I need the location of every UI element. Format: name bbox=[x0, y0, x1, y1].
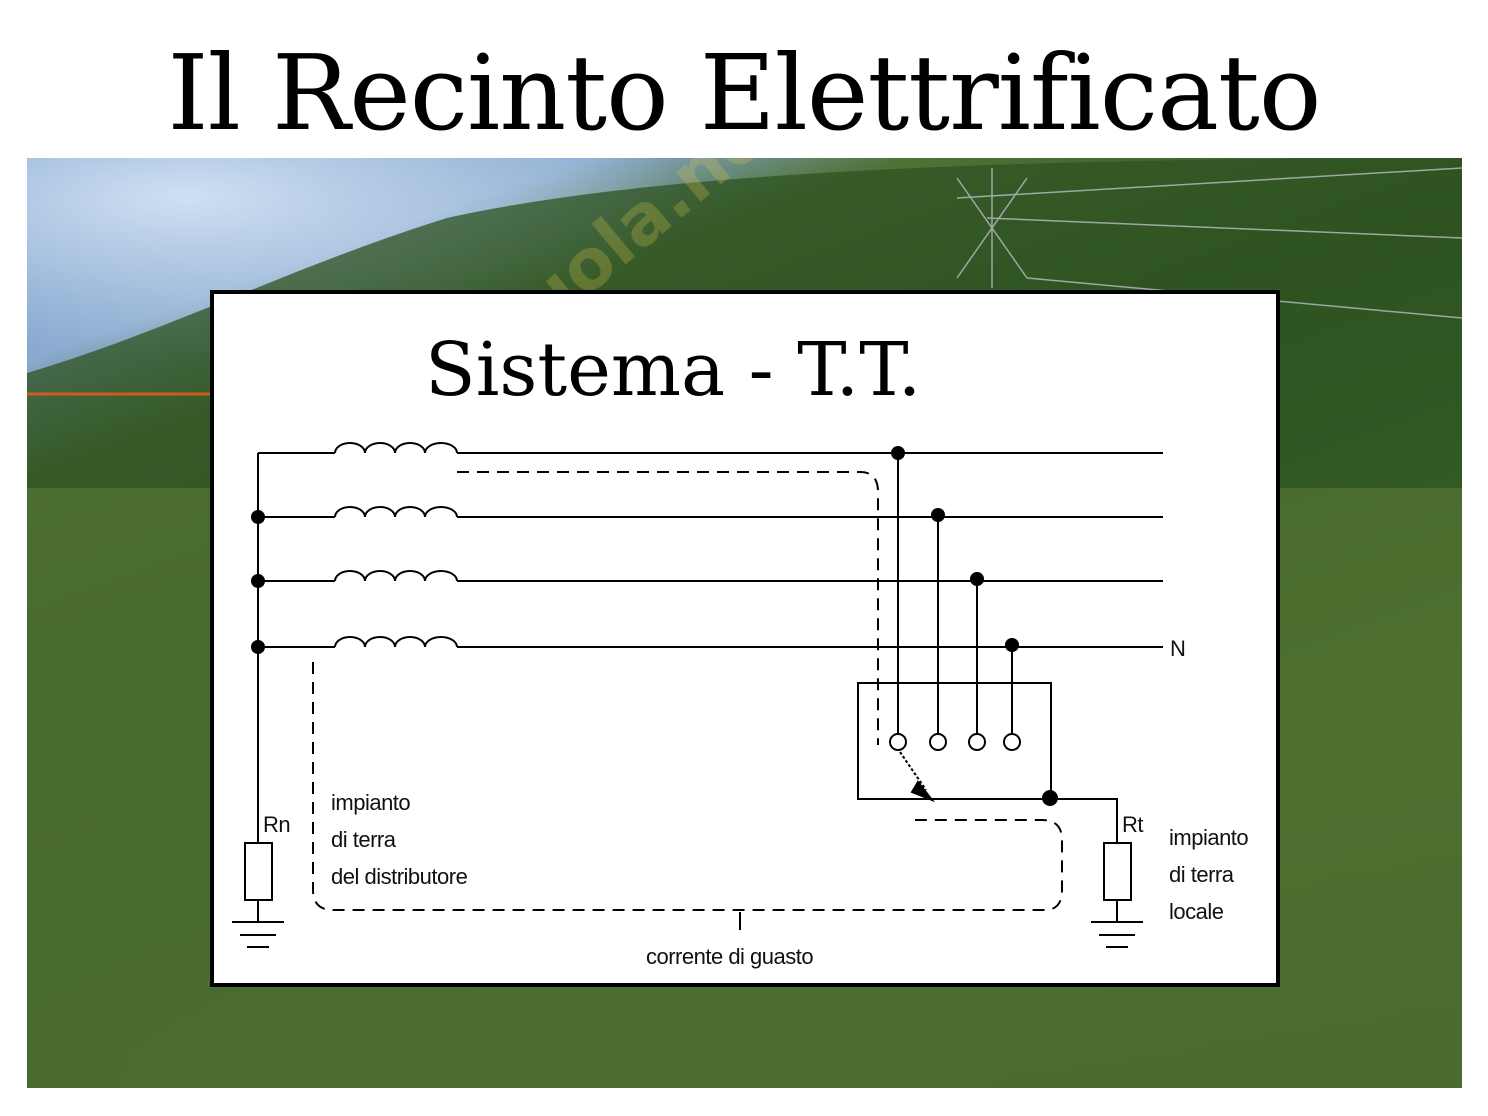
neutral-label: N bbox=[1170, 636, 1186, 661]
local-earth-label: impianto di terra locale bbox=[1169, 819, 1249, 930]
slide-title: Il Recinto Elettrificato bbox=[167, 32, 1322, 154]
diagram-title: Sistema - T.T. bbox=[425, 327, 922, 413]
label-line: impianto bbox=[1169, 825, 1249, 850]
rt-label: Rt bbox=[1122, 812, 1144, 837]
fault-current-label: corrente di guasto bbox=[646, 944, 814, 969]
rn-label: Rn bbox=[263, 812, 291, 837]
distributor-earth-label: impianto di terra del distributore bbox=[331, 784, 468, 895]
label-line: di terra bbox=[1169, 862, 1234, 887]
label-line: del distributore bbox=[331, 864, 468, 889]
label-line: impianto bbox=[331, 790, 411, 815]
fault-current-path bbox=[312, 471, 1063, 911]
label-line: di terra bbox=[331, 827, 396, 852]
label-line: locale bbox=[1169, 899, 1224, 924]
coil-l1 bbox=[334, 442, 458, 454]
